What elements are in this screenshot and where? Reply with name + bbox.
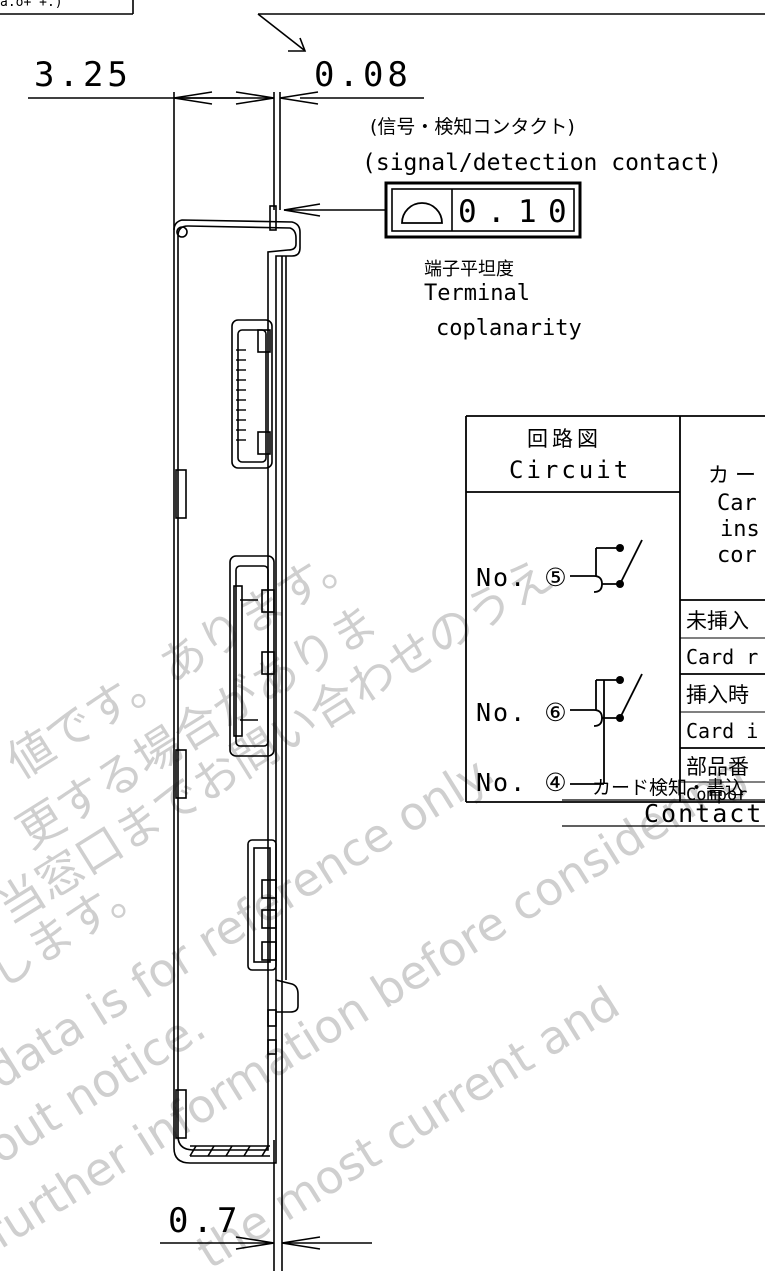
circuit-header-en: Circuit [509, 456, 631, 484]
col2-header-jp: カー [708, 463, 762, 487]
watermark: 値です。あります。 更する場合がありま 当窓口までお問い合わせのうえ します。 … [0, 529, 755, 1271]
circuit-schematic [570, 539, 643, 785]
connector-side-view [173, 205, 301, 1164]
row-2-en: Card i [686, 719, 758, 743]
dimension-lines-top [28, 91, 424, 230]
coplanarity-value: 0 . 1 0 [458, 194, 567, 230]
row-3-jp: 部品番 [686, 755, 749, 779]
coplanarity-value-char: 0 [548, 194, 567, 230]
row-1-jp: 未挿入 [686, 609, 749, 633]
coplanarity-leader [283, 203, 386, 217]
pin-label-6: No. ⑥ [476, 698, 569, 727]
col2-header-en-1: Car [717, 491, 757, 516]
circuit-contact-dots [616, 544, 624, 722]
pin-label-5: No. ⑤ [476, 563, 569, 592]
circuit-table [465, 415, 765, 827]
profile-tolerance-icon [401, 202, 443, 224]
contact-label-en: (signal/detection contact) [362, 150, 722, 176]
coplanarity-label-en1: Terminal [424, 281, 530, 306]
col2-header-en-3: cor [717, 543, 757, 568]
contact-label-jp: (信号・検知コンタクト) [370, 116, 575, 138]
coplanarity-label-en2: coplanarity [436, 316, 582, 341]
pin-label-4: No. ④ [476, 768, 569, 797]
row-2-jp: 挿入時 [686, 683, 749, 707]
col2-header-en-2: ins [720, 517, 760, 542]
row-1-en: Card r [686, 645, 758, 669]
coplanarity-value-char: . [487, 194, 506, 230]
table-caption-jp: カード検知・書込 [592, 777, 744, 799]
header-fragment: a.o+ +.) [0, 0, 63, 10]
coplanarity-value-char: 0 [458, 194, 477, 230]
top-frame [0, 0, 765, 52]
coplanarity-label-jp: 端子平坦度 [424, 259, 514, 280]
table-caption-en: Contact [644, 799, 763, 828]
dimension-lines-bottom [160, 740, 372, 1271]
coplanarity-value-char: 1 [518, 194, 537, 230]
dimension-0-7: 0.7 [168, 1201, 241, 1241]
dimension-0-08: 0.08 [314, 55, 412, 95]
row-3-en: Compor [686, 785, 747, 805]
watermark-line-en-4: the most current and [187, 976, 628, 1271]
circuit-header-jp: 回路図 [527, 427, 602, 451]
dimension-3-25: 3.25 [34, 55, 132, 95]
